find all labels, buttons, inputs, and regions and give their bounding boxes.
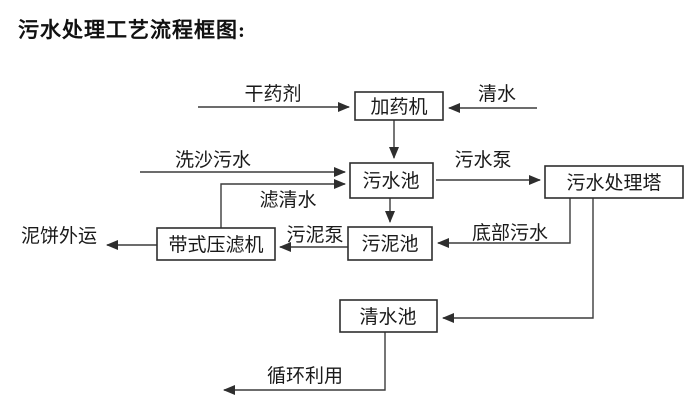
edge-label-sewage-pump: 污水泵 — [454, 149, 511, 171]
node-belt-filter-press-label: 带式压滤机 — [168, 234, 263, 256]
edge-tower-to-clean-water-pool — [442, 198, 594, 323]
node-treatment-tower-box — [544, 165, 684, 199]
node-clean-water-pool-box — [339, 299, 438, 333]
edge-label-mud-cake-out: 泥饼外运 — [21, 225, 97, 247]
edge-label-sludge-pump: 污泥泵 — [286, 224, 343, 246]
node-clean-water-pool-label: 清水池 — [359, 306, 416, 328]
edge-label-filtered-water: 滤清水 — [259, 189, 316, 211]
edge-label-dry-agent: 干药剂 — [244, 83, 301, 105]
edge-label-sand-washing-sewage: 洗沙污水 — [175, 149, 251, 171]
node-sewage-pool-label: 污水池 — [362, 170, 419, 192]
node-treatment-tower-label: 污水处理塔 — [566, 172, 661, 194]
edge-label-clean-water: 清水 — [478, 83, 516, 105]
edge-filtered-water-to-sewage-pool — [220, 179, 346, 228]
diagram-title: 污水处理工艺流程框图: — [18, 18, 246, 42]
node-doser-box — [354, 91, 444, 121]
edge-label-recycle: 循环利用 — [267, 365, 343, 387]
edge-clean-water-pool-to-recycle — [223, 332, 386, 395]
node-belt-filter-press-box — [156, 227, 276, 261]
node-sludge-pool-label: 污泥池 — [361, 233, 418, 255]
node-doser-label: 加药机 — [370, 96, 427, 118]
edge-bottom-sewage-to-sludge-pool — [437, 198, 571, 248]
node-sewage-pool-box — [349, 162, 434, 199]
node-sludge-pool-box — [347, 226, 433, 261]
edge-label-bottom-sewage: 底部污水 — [472, 222, 548, 244]
